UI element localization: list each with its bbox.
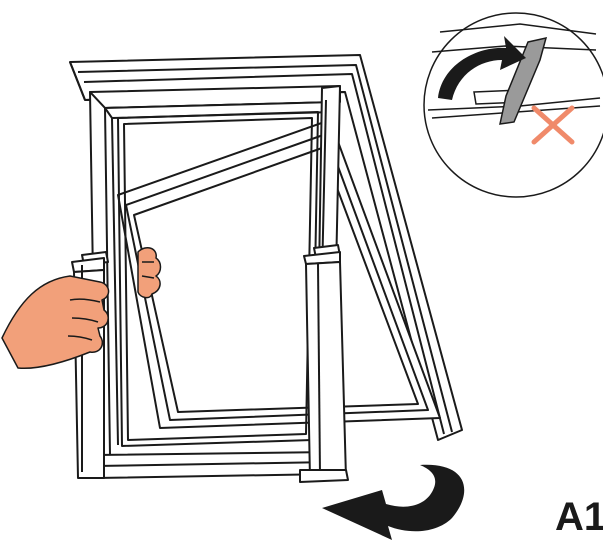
opened-sash <box>118 120 440 428</box>
right-bracket <box>300 245 348 482</box>
detail-inset <box>424 13 603 197</box>
step-label: A1 <box>555 494 603 540</box>
